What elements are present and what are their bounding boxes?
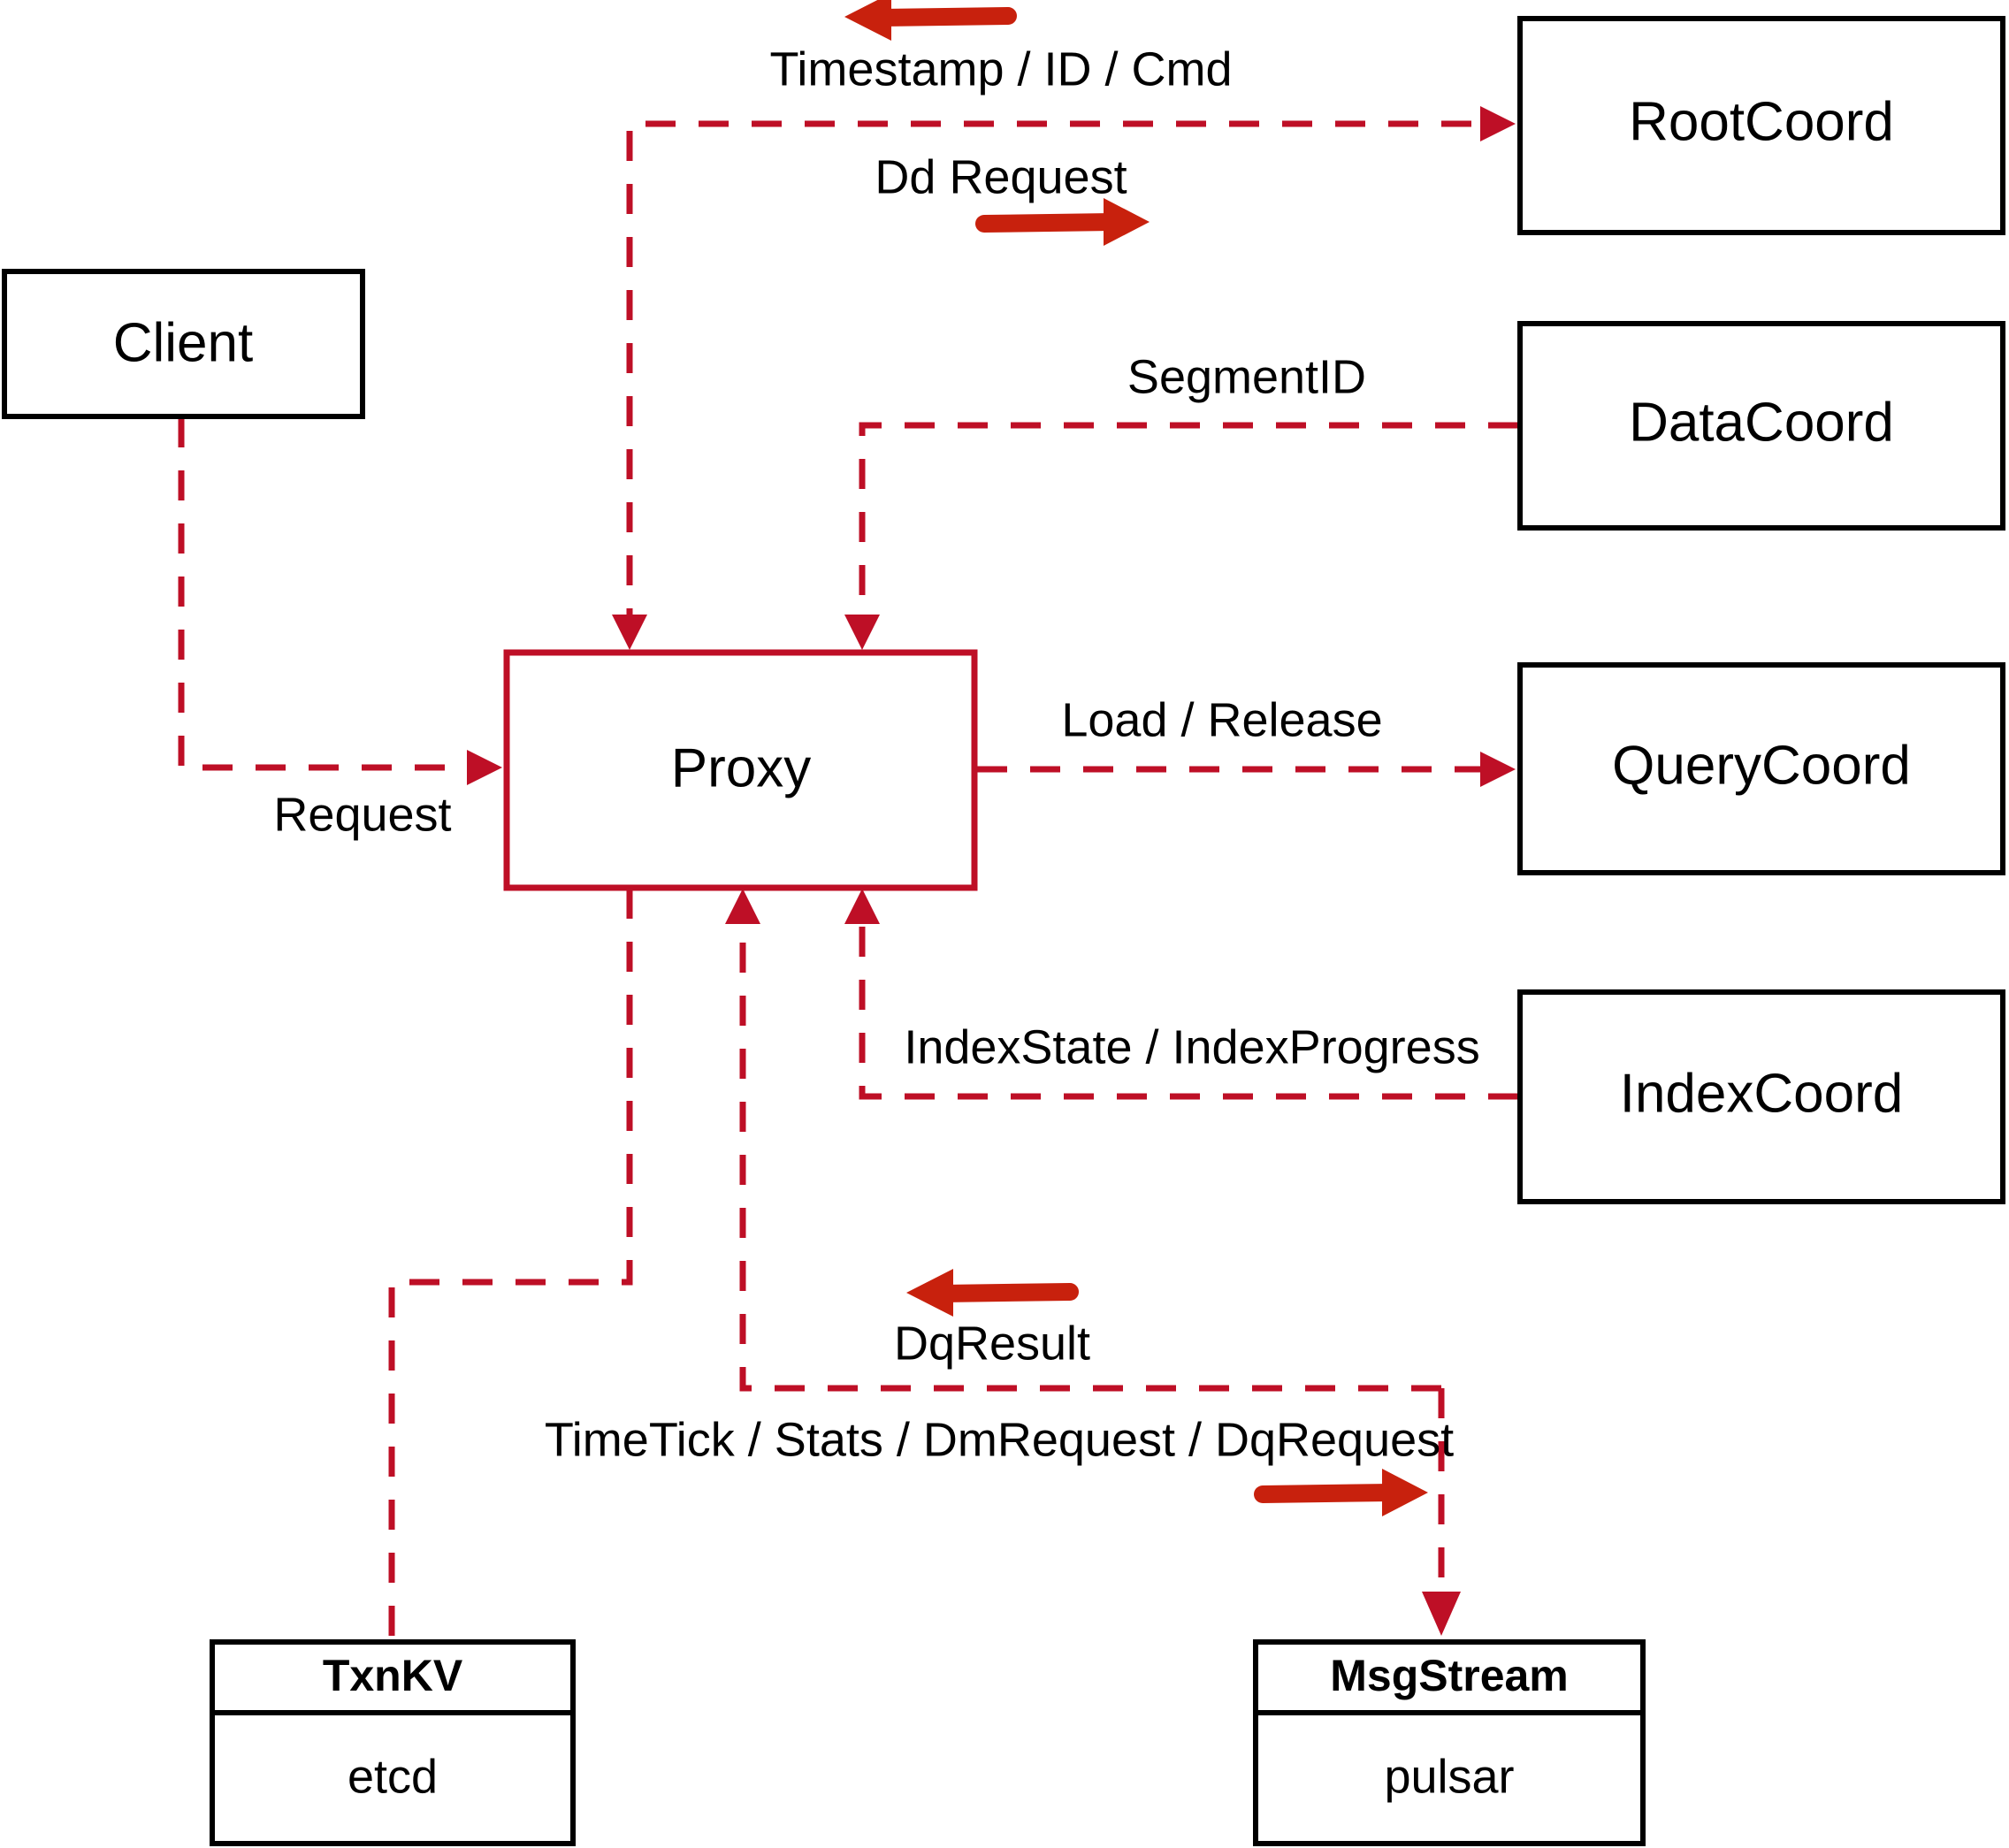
node-data-coord-label: DataCoord	[1629, 392, 1894, 453]
edge-label-dqresult: DqResult	[894, 1317, 1090, 1370]
edge-indexcoord-state	[844, 889, 1518, 1100]
direction-arrow-msgstream-write	[1254, 1469, 1428, 1516]
edge-label-msgstream-write: TimeTick / Stats / DmRequest / DqRequest	[545, 1413, 1454, 1466]
node-root-coord[interactable]: RootCoord	[1517, 16, 2005, 235]
node-client-label: Client	[113, 312, 254, 373]
node-proxy-label: Proxy	[671, 737, 811, 798]
edge-label-timestamp: Timestamp / ID / Cmd	[769, 42, 1232, 95]
node-index-coord[interactable]: IndexCoord	[1517, 989, 2005, 1204]
node-msgstream-label: MsgStream	[1330, 1651, 1569, 1700]
node-index-coord-label: IndexCoord	[1620, 1063, 1904, 1124]
node-root-coord-label: RootCoord	[1629, 91, 1894, 152]
node-client[interactable]: Client	[2, 269, 365, 419]
node-data-coord[interactable]: DataCoord	[1517, 321, 2005, 531]
edge-txnkv-link	[388, 889, 633, 1640]
node-txnkv[interactable]: TxnKV etcd	[210, 1639, 576, 1846]
edge-label-dd-request: Dd Request	[875, 150, 1127, 203]
direction-arrow-timestamp	[844, 0, 1017, 41]
edge-label-request: Request	[273, 788, 451, 841]
node-query-coord-label: QueryCoord	[1612, 735, 1911, 796]
node-txnkv-label: TxnKV	[323, 1651, 463, 1700]
edge-rootcoord-dd	[612, 106, 1516, 650]
direction-arrow-dd-request	[975, 198, 1150, 246]
edge-msgstream-dqresult	[725, 889, 1441, 1392]
edge-msgstream-write	[1422, 1388, 1461, 1636]
edge-client-request	[178, 417, 502, 785]
edge-label-indexstate: IndexState / IndexProgress	[904, 1020, 1479, 1073]
direction-arrow-dqresult	[906, 1269, 1079, 1317]
edge-querycoord-load	[977, 752, 1516, 787]
node-txnkv-impl: etcd	[348, 1750, 438, 1803]
node-query-coord[interactable]: QueryCoord	[1517, 662, 2005, 875]
node-msgstream-impl: pulsar	[1384, 1750, 1514, 1803]
edge-label-segmentid: SegmentID	[1127, 350, 1366, 403]
edge-label-load-release: Load / Release	[1061, 693, 1382, 746]
edge-datacoord-segment	[844, 422, 1518, 650]
node-msgstream[interactable]: MsgStream pulsar	[1253, 1639, 1646, 1846]
node-proxy[interactable]: Proxy	[503, 649, 978, 891]
